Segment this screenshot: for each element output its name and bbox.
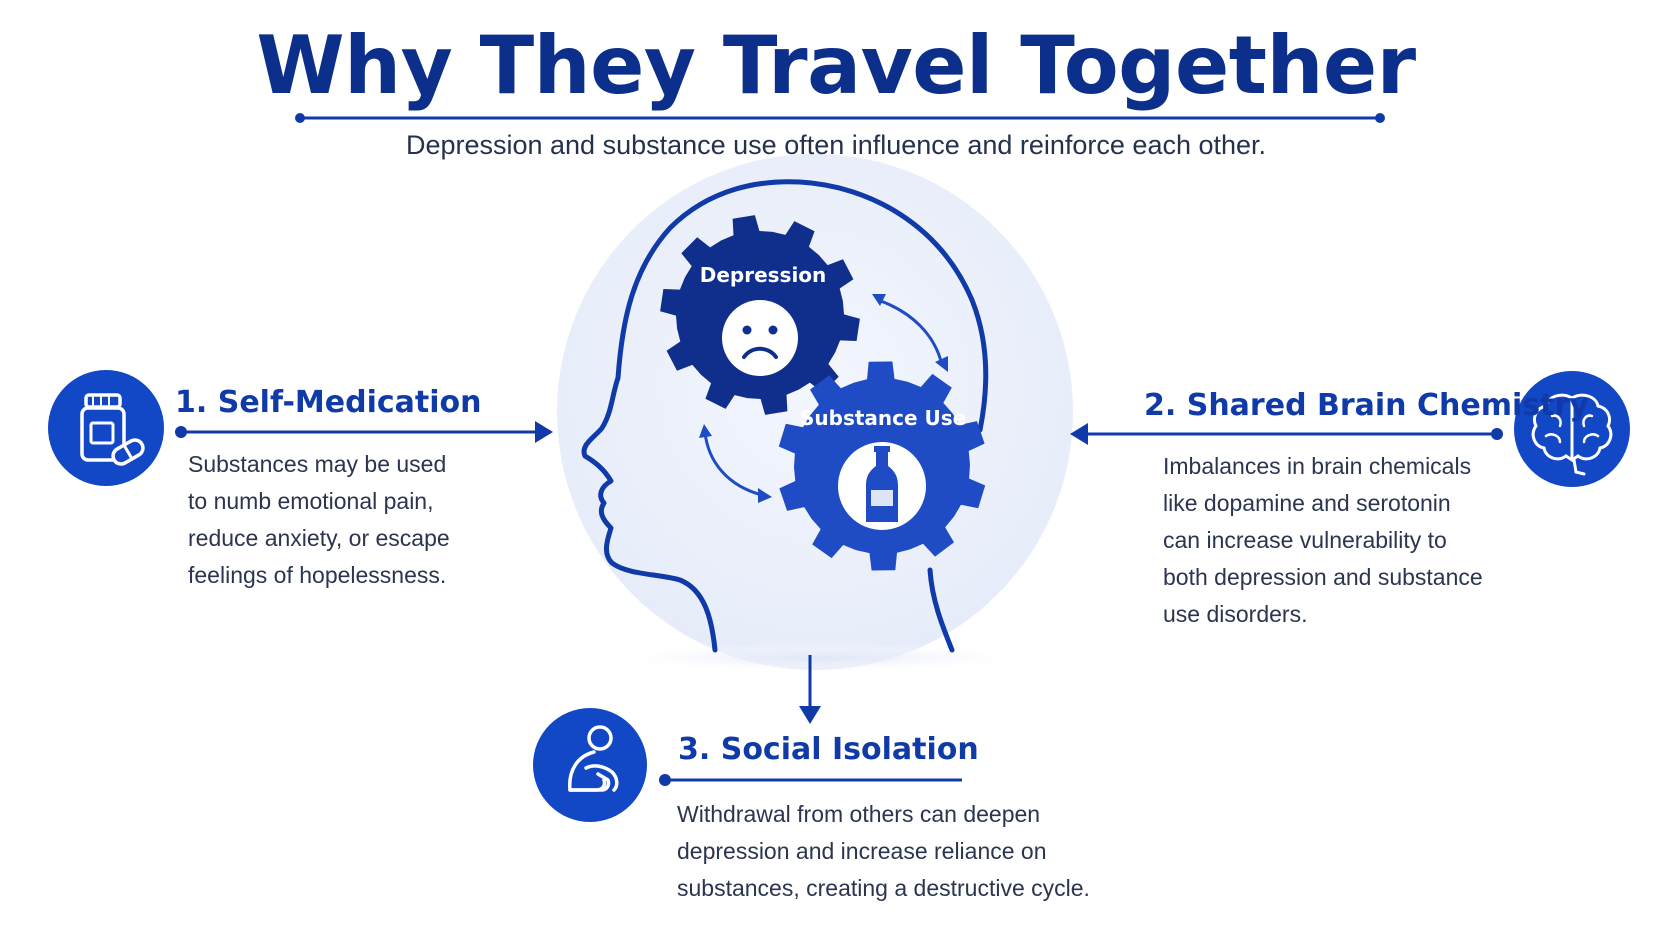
brain-chemistry-line: Imbalances in brain chemicals — [1163, 453, 1472, 479]
self-medication-line: to numb emotional pain, — [188, 488, 434, 514]
floor-shadow — [595, 644, 1045, 672]
head-neck-back — [927, 567, 955, 653]
brain-chemistry-line: can increase vulnerability to — [1163, 527, 1447, 553]
social-isolation-connector — [659, 655, 962, 786]
social-isolation-description: Withdrawal from others can deepen depres… — [677, 796, 1137, 907]
title-underline — [295, 113, 1385, 123]
brain-chemistry-heading: 2. Shared Brain Chemistry — [1144, 388, 1589, 423]
substance-use-gear-label: Substance Use — [800, 406, 967, 430]
brain-chemistry-line: both depression and substance — [1163, 564, 1483, 590]
brain-chemistry-line: use disorders. — [1163, 601, 1308, 627]
social-isolation-line: depression and increase reliance on — [677, 838, 1047, 864]
social-isolation-line: substances, creating a destructive cycle… — [677, 875, 1090, 901]
brain-chemistry-line: like dopamine and serotonin — [1163, 490, 1451, 516]
brain-icon — [1514, 371, 1630, 487]
bottle-icon — [838, 442, 926, 530]
social-isolation-line: Withdrawal from others can deepen — [677, 801, 1041, 827]
isolated-person-icon — [533, 708, 647, 822]
self-medication-line: reduce anxiety, or escape — [188, 525, 450, 551]
head-silhouette — [581, 179, 989, 653]
page-title: Why They Travel Together — [256, 19, 1416, 112]
depression-gear-label: Depression — [699, 263, 827, 287]
self-medication-heading: 1. Self-Medication — [175, 385, 482, 420]
page-subtitle: Depression and substance use often influ… — [405, 130, 1267, 160]
cycle-arrow-top-right — [872, 294, 948, 372]
brain-chemistry-description: Imbalances in brain chemicals like dopam… — [1163, 448, 1523, 633]
pill-bottle-icon — [48, 370, 164, 486]
sad-face-icon — [722, 300, 798, 376]
self-medication-connector — [175, 421, 553, 443]
self-medication-line: feelings of hopelessness. — [188, 562, 447, 588]
self-medication-description: Substances may be used to numb emotional… — [188, 446, 518, 594]
social-isolation-heading: 3. Social Isolation — [678, 732, 979, 767]
cycle-arrow-bottom-left — [699, 424, 772, 503]
brain-chemistry-connector — [1070, 423, 1503, 445]
self-medication-line: Substances may be used — [188, 451, 447, 477]
